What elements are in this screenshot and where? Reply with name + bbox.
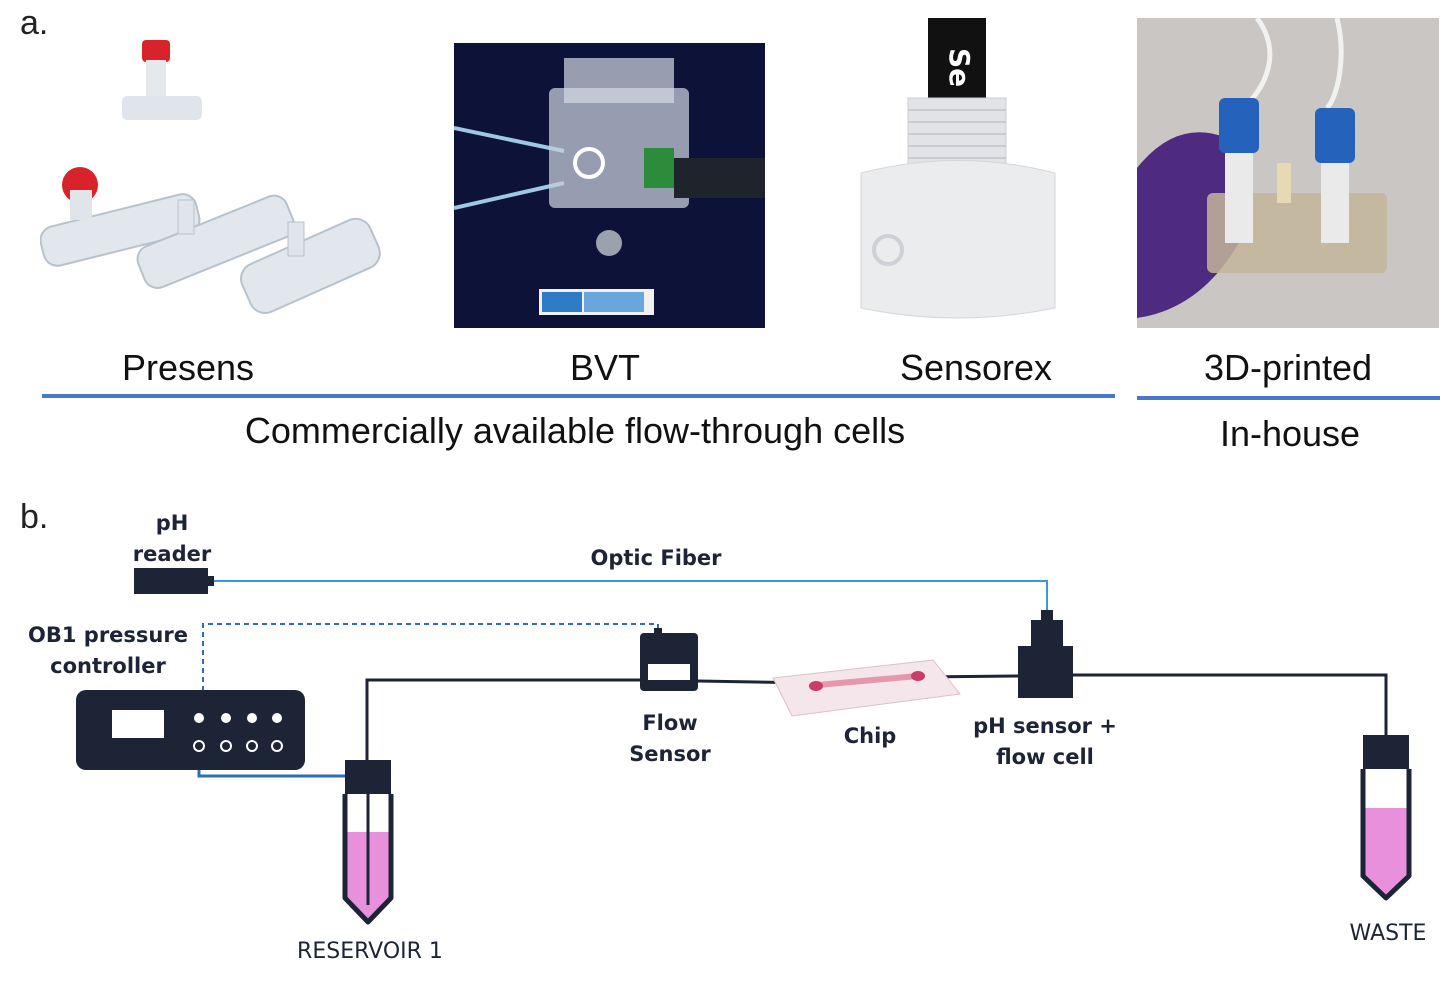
sensorex-probe-text: Se (943, 48, 976, 87)
sensorex-caption: Sensorex (899, 347, 1053, 388)
flow-sensor-label: Flow Sensor (629, 711, 711, 766)
chip-label: Chip (843, 724, 897, 748)
ob1-pressure-controller-label: OB1 pressure controller (28, 623, 188, 678)
inhouse-group-label: In-house (1219, 413, 1361, 454)
panel-b-label: b. (20, 498, 49, 536)
microfluidic-chip (772, 659, 961, 717)
reservoir-label: RESERVOIR 1 (297, 939, 443, 964)
fluid-line-ph-to-waste (1073, 673, 1388, 735)
ph-sensor-flow-cell (1018, 610, 1073, 698)
commercial-group-label: Commercially available flow-through cell… (244, 410, 906, 451)
optic-fiber-label: Optic Fiber (590, 546, 722, 570)
presens-photo (40, 40, 390, 330)
fluid-line-reservoir-to-flow-sensor (365, 678, 640, 760)
presens-caption: Presens (121, 347, 255, 388)
reservoir-tube (342, 760, 394, 925)
optic-fiber-line (213, 580, 1048, 612)
3d-printed-photo (1137, 18, 1439, 328)
waste-tube (1360, 735, 1412, 901)
flow-sensor-device (640, 628, 698, 691)
ph-sensor-flow-cell-label: pH sensor + flow cell (973, 714, 1117, 769)
bvt-caption: BVT (569, 347, 640, 388)
bvt-photo (454, 43, 765, 328)
ph-reader-label: pH reader (120, 508, 224, 570)
ob1-pressure-controller-device (76, 690, 305, 770)
commercial-group-rule (42, 394, 1115, 398)
ph-reader-device (134, 568, 214, 594)
inhouse-group-rule (1137, 396, 1440, 400)
sensorex-photo: Se (858, 18, 1058, 330)
waste-label: WASTE (1349, 921, 1427, 946)
ph-reader-label-text: pH reader (132, 511, 212, 566)
3d-printed-caption: 3D-printed (1203, 347, 1373, 388)
panel-a-label: a. (20, 4, 49, 42)
